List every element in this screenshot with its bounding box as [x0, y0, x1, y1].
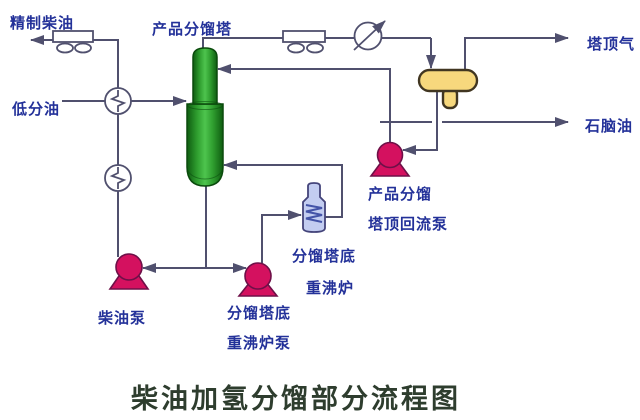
reflux-pump	[369, 141, 411, 177]
water-cooler-symbol	[353, 20, 386, 51]
feed-heat-exchanger-lower	[104, 164, 132, 192]
reboiler-pump-discharge-line	[261, 210, 302, 263]
cooler-arrow-icon	[353, 20, 386, 51]
drum-shell	[417, 68, 479, 93]
air-cooler-right	[282, 30, 326, 54]
reboiler-pump-label-line2: 重沸炉泵	[227, 334, 291, 352]
fractionator-tower	[186, 47, 224, 187]
air-cooler-left	[52, 30, 94, 54]
pump-body	[244, 262, 272, 290]
drum-bottoms-line	[402, 91, 438, 155]
naphtha-label: 石脑油	[584, 117, 633, 135]
air-cooler-body	[282, 30, 326, 43]
reboiler-label-line2: 重沸炉	[306, 279, 354, 297]
reflux-pump-label-line2: 塔顶回流泵	[368, 215, 448, 233]
overhead-gas-label: 塔顶气	[587, 35, 635, 53]
tower-lower-shell	[186, 103, 224, 187]
exchanger-zigzag-icon	[109, 167, 127, 189]
reboiler-return-line	[223, 160, 343, 218]
reboiler-pump	[237, 262, 279, 297]
fan-icon	[56, 42, 74, 54]
refined-diesel-label: 精制柴油	[10, 14, 74, 32]
overhead-gas-line	[464, 33, 569, 70]
reboiler-label-line1: 分馏塔底	[292, 247, 356, 265]
reflux-return-line	[217, 64, 391, 143]
reboiler-furnace	[302, 182, 326, 233]
tower-bottom-band	[186, 166, 224, 180]
feed-heat-exchanger-upper	[104, 87, 132, 115]
reboiler-pump-label-line1: 分馏塔底	[227, 304, 291, 322]
fan-icon	[287, 42, 305, 54]
labels: 精制柴油 产品分馏塔 低分油 塔顶气 石脑油 产品分馏 塔顶回流泵 分馏塔底 重…	[10, 14, 635, 415]
pump-body	[376, 141, 404, 169]
exchanger-zigzag-icon	[109, 90, 127, 112]
refined-diesel-product-line	[30, 35, 119, 257]
tower-upper-shell	[192, 47, 218, 105]
pipes	[30, 33, 569, 273]
diesel-pump	[108, 253, 150, 290]
tower-shoulder-band	[187, 101, 223, 110]
fan-icon	[74, 42, 92, 54]
reflux-drum	[417, 68, 479, 110]
fan-icon	[306, 42, 324, 54]
pump-body	[115, 253, 143, 281]
fractionator-label: 产品分馏塔	[152, 20, 232, 38]
low-pressure-oil-label: 低分油	[11, 100, 60, 118]
diesel-pump-label: 柴油泵	[97, 309, 146, 327]
air-cooler-body	[52, 30, 94, 43]
reboiler-coil-icon	[305, 204, 323, 223]
diagram-title: 柴油加氢分馏部分流程图	[131, 383, 461, 415]
reflux-pump-label-line1: 产品分馏	[368, 185, 432, 203]
